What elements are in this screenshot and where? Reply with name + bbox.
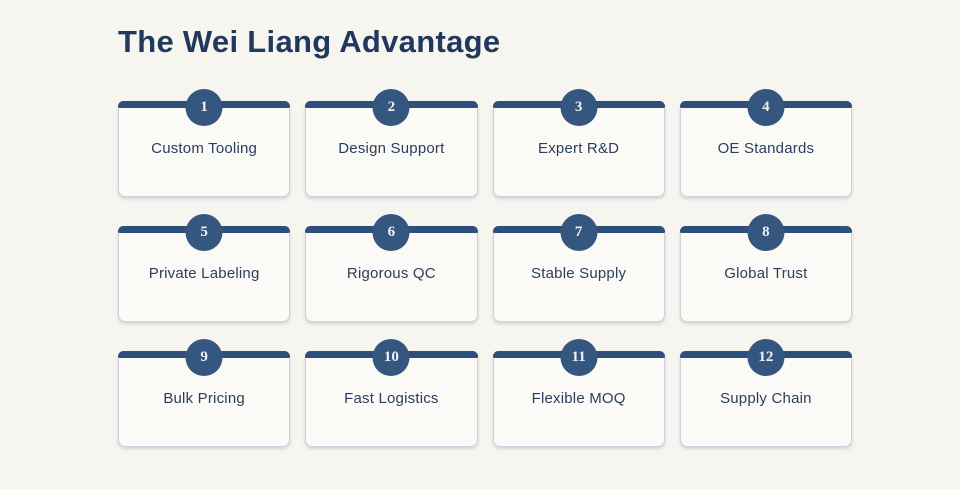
card-label: Stable Supply (531, 265, 627, 282)
card-label: Flexible MOQ (531, 390, 626, 407)
card-number: 2 (387, 99, 396, 115)
card-number-badge: 2 (372, 89, 410, 126)
card-number: 11 (571, 349, 586, 365)
card-number-badge: 3 (560, 89, 598, 126)
advantage-card: 8 Global Trust (679, 214, 852, 322)
advantage-card: 6 Rigorous QC (305, 214, 478, 322)
card-number-badge: 7 (560, 214, 598, 251)
card-number-badge: 10 (372, 339, 410, 376)
card-label: Global Trust (724, 265, 808, 282)
card-number: 3 (574, 99, 583, 115)
card-label: Bulk Pricing (163, 390, 245, 407)
card-number: 9 (200, 349, 208, 365)
advantage-card: 9 Bulk Pricing (118, 339, 291, 447)
card-number: 7 (574, 224, 583, 240)
card-label: Supply Chain (720, 390, 812, 407)
card-number-badge: 4 (747, 89, 785, 126)
advantage-card: 2 Design Support (305, 89, 478, 197)
advantage-card: 3 Expert R&D (492, 89, 665, 197)
card-number: 12 (758, 349, 774, 365)
card-label: Rigorous QC (346, 265, 436, 282)
card-label: Custom Tooling (151, 140, 258, 157)
advantage-card: 5 Private Labeling (118, 214, 291, 322)
advantage-card: 10 Fast Logistics (305, 339, 478, 447)
advantage-grid: 1 Custom Tooling 2 Design Support 3 Expe… (118, 89, 852, 447)
card-label: Expert R&D (538, 140, 620, 157)
advantage-card: 7 Stable Supply (492, 214, 665, 322)
advantage-card: 12 Supply Chain (679, 339, 852, 447)
card-number-badge: 1 (185, 89, 223, 126)
card-label: Design Support (338, 140, 445, 157)
advantage-card: 1 Custom Tooling (118, 89, 291, 197)
card-label: Fast Logistics (344, 390, 439, 407)
card-number-badge: 6 (372, 214, 410, 251)
card-number: 8 (762, 224, 770, 240)
card-number: 1 (200, 99, 208, 115)
card-number-badge: 9 (185, 339, 223, 376)
page-title: The Wei Liang Advantage (118, 24, 501, 59)
card-number: 10 (383, 349, 399, 365)
card-number-badge: 5 (185, 214, 223, 251)
card-number-badge: 11 (560, 339, 598, 376)
card-number-badge: 8 (747, 214, 785, 251)
card-number: 5 (200, 224, 208, 240)
card-number-badge: 12 (747, 339, 785, 376)
card-number: 6 (387, 224, 396, 240)
advantage-card: 4 OE Standards (679, 89, 852, 197)
advantage-section: The Wei Liang Advantage 1 Custom Tooling… (118, 24, 852, 447)
card-label: Private Labeling (148, 265, 260, 282)
card-number: 4 (762, 99, 770, 115)
advantage-card: 11 Flexible MOQ (492, 339, 665, 447)
card-label: OE Standards (717, 140, 815, 157)
